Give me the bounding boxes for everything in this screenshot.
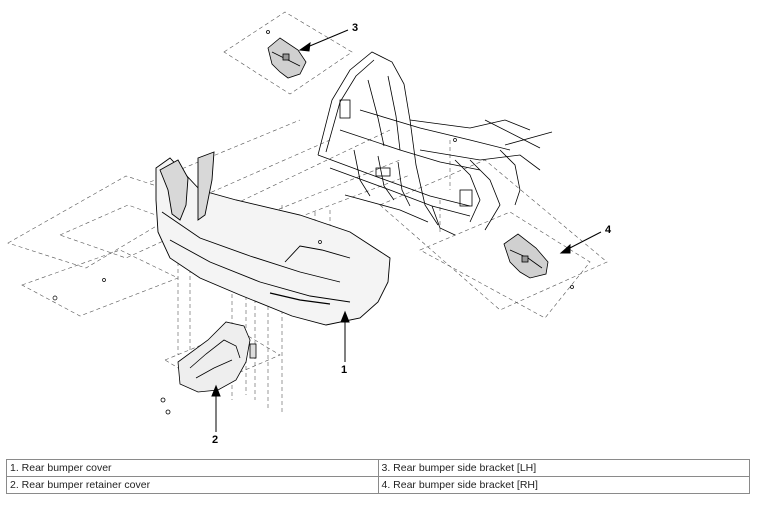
callout-4: 4 [605,224,612,236]
rear-bumper-side-bracket-rh [503,233,574,289]
rear-bumper-cover [155,151,391,326]
legend-row: 1. Rear bumper cover 3. Rear bumper side… [6,459,750,477]
callout-3: 3 [352,22,359,34]
parts-legend-table: 1. Rear bumper cover 3. Rear bumper side… [6,459,750,494]
rear-bumper-side-bracket-lh [266,30,307,79]
legend-item-4: 4. Rear bumper side bracket [RH] [377,476,750,494]
legend-row: 2. Rear bumper retainer cover 4. Rear bu… [6,476,750,494]
vehicle-body-frame [317,51,553,236]
legend-item-1: 1. Rear bumper cover [6,459,379,477]
exploded-view-diagram [7,11,608,432]
fasteners [52,138,457,301]
rear-bumper-retainer-cover [160,321,257,415]
dashed-guide-lines [7,11,608,415]
legend-item-2: 2. Rear bumper retainer cover [6,476,379,494]
leader-lines [211,29,602,432]
legend-item-3: 3. Rear bumper side bracket [LH] [377,459,750,477]
callout-2: 2 [212,434,219,446]
callout-1: 1 [341,364,348,376]
